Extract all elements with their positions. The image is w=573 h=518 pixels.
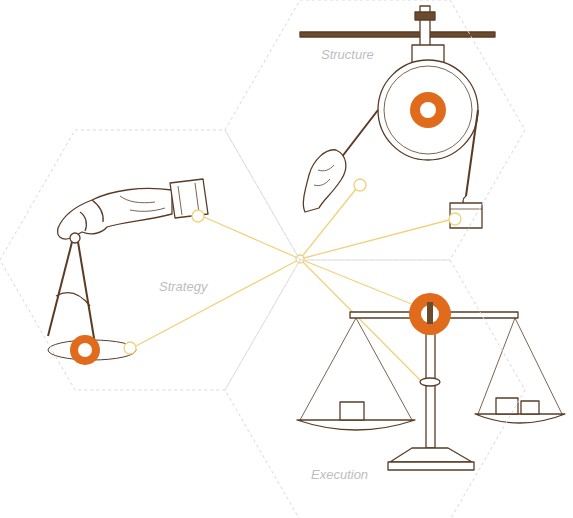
spoke-lines-part (300, 259, 414, 305)
balance-scale-part (390, 448, 472, 462)
compass-hand-part (70, 233, 80, 243)
pulley-part (415, 12, 435, 20)
pulley-part (378, 60, 478, 160)
hex-border (225, 260, 525, 518)
pulley-part (466, 110, 478, 196)
compass-hand-part (70, 335, 100, 365)
compass-hand-part (78, 242, 95, 344)
compass-hand-part (58, 188, 172, 239)
spoke-dots-part (124, 342, 136, 354)
pulley-part (300, 32, 495, 37)
compass-hand-part (92, 200, 103, 222)
balance-scale-part (409, 293, 451, 335)
pulley-part (420, 102, 436, 118)
pulley-part (303, 150, 346, 212)
hex-border (225, 0, 525, 260)
pulley-part (450, 203, 482, 228)
compass-hand-part (56, 293, 90, 306)
hex-outline (0, 130, 300, 390)
compass-hand-part (48, 242, 72, 336)
balance-scale-part (420, 378, 440, 386)
compass-hand-part (178, 186, 182, 215)
balance-scale-part (427, 302, 433, 324)
spoke-dots (124, 179, 461, 354)
pulley-part (450, 209, 482, 210)
pulley-part (314, 179, 330, 186)
hex-outline (225, 0, 525, 260)
region-label: Structure (321, 47, 374, 63)
balance-scale-part (297, 420, 415, 430)
compass-hand-part (80, 212, 86, 231)
balance-scale-part (388, 462, 474, 470)
balance-scale-part (475, 414, 565, 423)
pulley-part (410, 92, 446, 128)
hex-region: Execution (225, 260, 525, 518)
balance-scale-part (340, 402, 364, 420)
compass-hand-part (120, 196, 155, 203)
hex-region: Structure (225, 0, 525, 260)
hex-border (0, 130, 300, 390)
region-label: Strategy (159, 279, 207, 295)
region-label: Execution (311, 467, 368, 483)
spoke-dots-part (449, 213, 461, 225)
balance-scale-part (521, 401, 539, 414)
compass-hand (48, 179, 208, 365)
compass-hand-part (78, 343, 92, 357)
pulley-part (384, 66, 472, 154)
spoke-dots-part (354, 179, 366, 191)
spoke-dots-part (192, 210, 204, 222)
pulley-part (318, 165, 334, 171)
spoke-lines (136, 189, 449, 384)
balance-scale-part (515, 318, 562, 414)
hex-outline (225, 260, 525, 518)
spoke-lines-part (300, 220, 449, 259)
pulley (300, 6, 495, 228)
pulley-part (341, 110, 378, 158)
balance-scale-part (496, 398, 518, 414)
spoke-lines-part (204, 217, 300, 259)
hex-region: Strategy (0, 130, 300, 390)
balance-scale (297, 293, 565, 470)
spoke-lines-part (300, 259, 424, 384)
compass-hand-part (195, 183, 199, 213)
compass-hand-part (130, 208, 165, 211)
